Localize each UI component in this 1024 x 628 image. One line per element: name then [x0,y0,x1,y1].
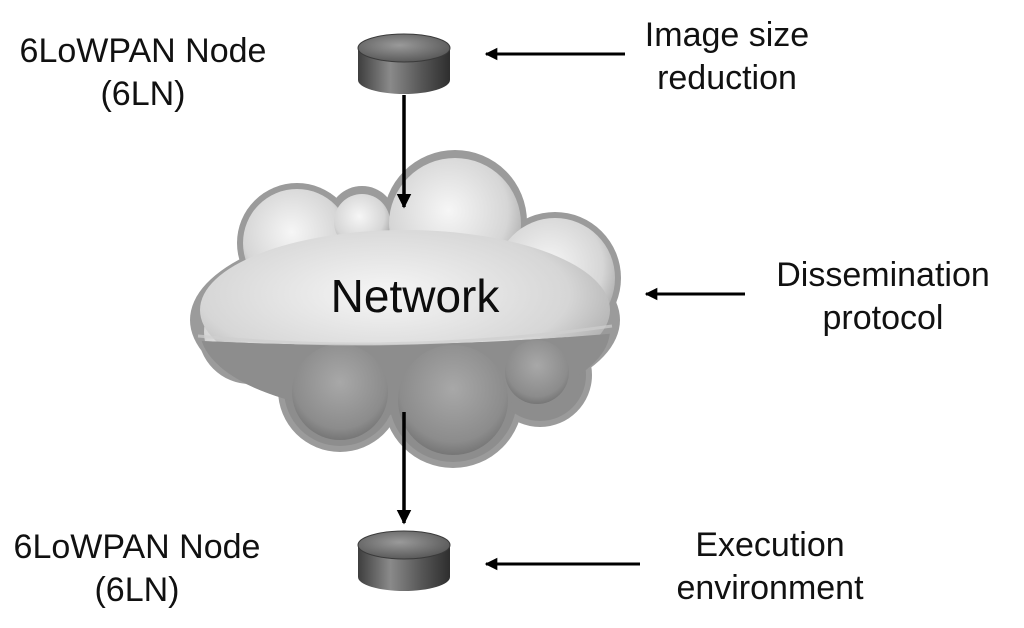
annotation-top-line1: Image size [644,16,810,54]
network-label: Network [330,270,500,322]
top-node-label: 6LoWPAN Node (6LN) [16,30,270,115]
annotation-image-size-reduction: Image size reduction [620,14,834,99]
annotation-middle-line1: Dissemination [776,256,990,294]
top-node-label-line2: (6LN) [100,74,186,113]
bottom-node-label-line2: (6LN) [94,570,180,609]
annotation-dissemination-protocol: Dissemination protocol [752,254,1014,339]
annotation-top-line2: reduction [657,58,797,97]
bottom-node-icon [357,530,451,591]
annotation-execution-environment: Execution environment [650,524,890,609]
cloud-shape [190,150,621,468]
top-node-label-line1: 6LoWPAN Node [19,32,267,70]
bottom-node-label: 6LoWPAN Node (6LN) [10,526,264,611]
bottom-node-label-line1: 6LoWPAN Node [13,528,261,566]
annotation-bottom-line2: environment [676,568,864,607]
annotation-middle-line2: protocol [822,298,944,337]
top-node-icon [357,33,451,94]
annotation-bottom-line1: Execution [695,526,845,564]
